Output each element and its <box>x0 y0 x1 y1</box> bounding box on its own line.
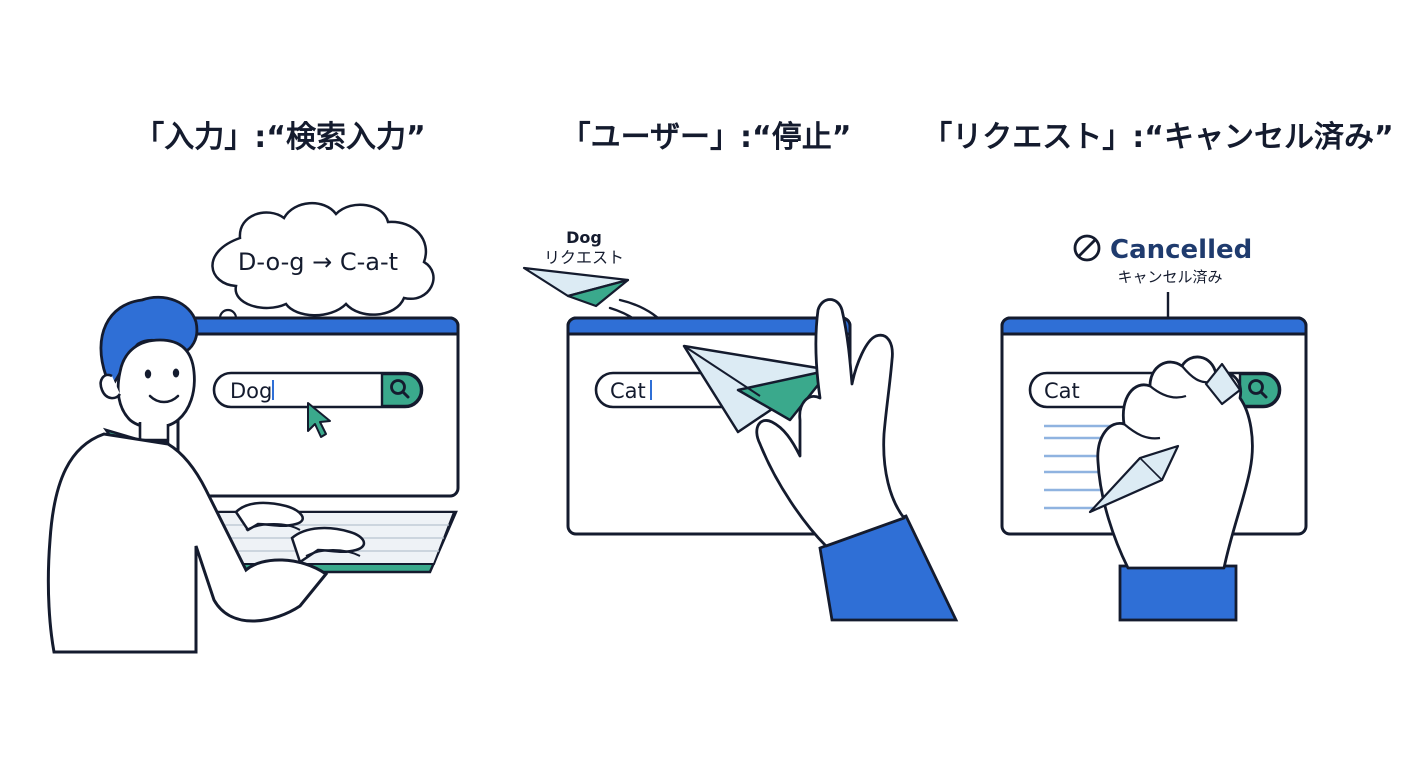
status-label: Cancelled <box>1110 235 1252 265</box>
sleeve-3 <box>1120 566 1236 620</box>
panel-1: D-o-g → C-a-t Dog <box>48 203 458 652</box>
search-bar-1[interactable]: Dog <box>214 373 422 407</box>
panel-3: Cancelled キャンセル済み Cat <box>1002 235 1306 620</box>
status-sublabel: キャンセル済み <box>1117 268 1222 286</box>
search-input-3[interactable]: Cat <box>1044 379 1080 403</box>
search-input-1[interactable]: Dog <box>230 379 272 403</box>
panel-2: Dog リクエスト Cat <box>524 228 956 620</box>
search-input-2[interactable]: Cat <box>610 379 646 403</box>
cancel-icon <box>1075 236 1099 260</box>
plane-label-dog: Dog <box>566 228 602 247</box>
plane-label-request: リクエスト <box>544 248 624 267</box>
paper-plane-icon <box>524 268 628 306</box>
thought-text: D-o-g → C-a-t <box>238 248 398 276</box>
